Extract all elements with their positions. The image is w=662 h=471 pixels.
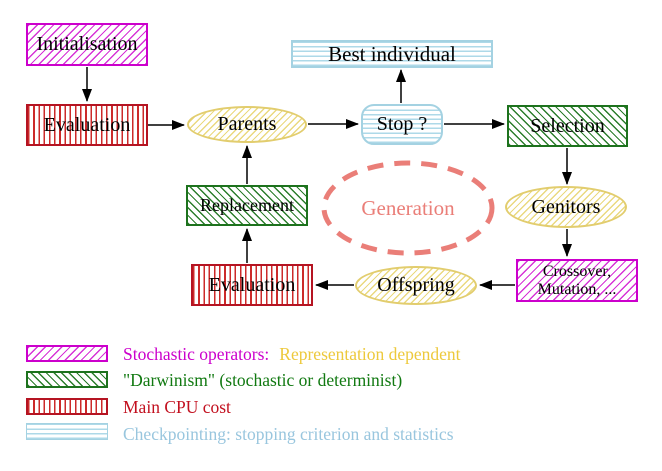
node-evaluation-bottom: Evaluation [191, 264, 313, 306]
node-best-individual: Best individual [291, 40, 493, 68]
generation-cycle-ellipse [321, 160, 495, 256]
node-parents-label: Parents [217, 113, 277, 135]
node-initialisation: Initialisation [26, 23, 148, 66]
node-genitors: Genitors [505, 186, 627, 228]
node-evaluation-bottom-label: Evaluation [208, 273, 296, 296]
node-offspring: Offspring [355, 266, 477, 305]
node-crossover-mutation: Crossover, Mutation, ... [516, 259, 638, 302]
legend-swatch-stochastic-operators [26, 345, 108, 362]
node-stop: Stop ? [361, 104, 443, 145]
node-replacement-label: Replacement [200, 195, 294, 216]
node-genitors-label: Genitors [531, 195, 601, 218]
node-selection: Selection [507, 105, 628, 147]
generation-cycle-label: Generation [361, 195, 455, 220]
legend-label-darwinism: "Darwinism" (stochastic or determinist) [123, 370, 403, 390]
node-parents: Parents [187, 106, 307, 143]
legend-swatch-checkpointing [26, 423, 108, 440]
node-evaluation-top: Evaluation [26, 104, 148, 146]
legend-label-stochastic-operators: Stochastic operators: Representation depe… [123, 344, 461, 364]
node-initialisation-label: Initialisation [36, 33, 138, 55]
legend-text-representation: Representation dependent [279, 344, 461, 364]
node-replacement: Replacement [186, 185, 308, 226]
legend-label-main-cpu-cost: Main CPU cost [123, 397, 231, 417]
legend-label-checkpointing: Checkpointing: stopping criterion and st… [123, 424, 454, 444]
node-selection-label: Selection [530, 114, 605, 137]
legend-swatch-main-cpu-cost [26, 398, 108, 415]
node-stop-label: Stop ? [376, 113, 428, 135]
node-offspring-label: Offspring [377, 274, 455, 296]
node-best-individual-label: Best individual [328, 41, 456, 66]
node-crossover-label-line1: Crossover, [542, 262, 612, 280]
node-evaluation-top-label: Evaluation [43, 113, 131, 136]
node-crossover-label-line2: Mutation, ... [537, 280, 617, 298]
legend-text-stochastic: Stochastic operators: [123, 344, 270, 364]
legend-swatch-darwinism [26, 371, 108, 388]
